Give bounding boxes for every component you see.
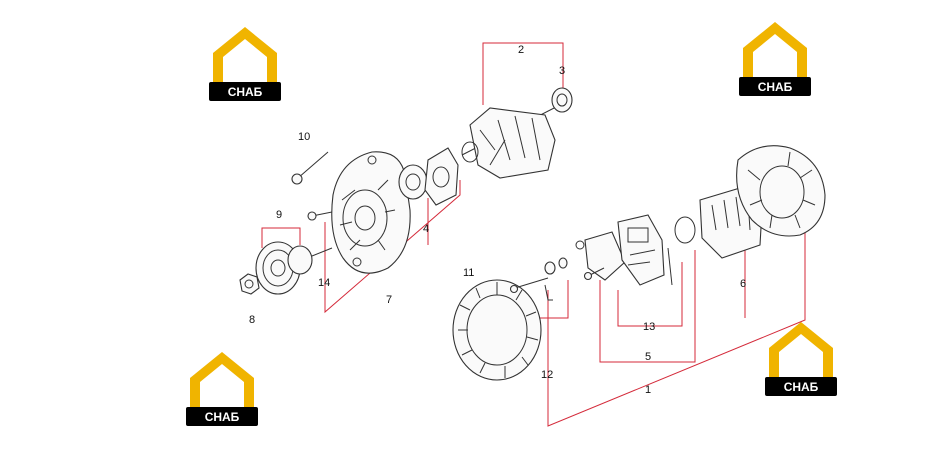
part-bearing-retainer xyxy=(424,147,459,206)
part-retaining-ring xyxy=(674,216,696,244)
part-11-stator xyxy=(452,279,542,381)
brand-logo-top-right: НЗ СНАБ xyxy=(739,22,811,96)
brand-logo-bottom-left: НЗ СНАБ xyxy=(186,352,258,426)
part-13-regulator xyxy=(617,214,673,286)
brand-logo-bottom-right: НЗ СНАБ xyxy=(765,322,837,396)
part-8-nut xyxy=(239,273,260,295)
callout-13: 13 xyxy=(643,321,655,333)
svg-text:СНАБ: СНАБ xyxy=(784,380,819,394)
callout-9: 9 xyxy=(276,209,282,221)
callout-labels: 1 2 3 4 5 6 7 8 9 10 11 12 13 14 xyxy=(249,44,746,396)
svg-text:НЗ: НЗ xyxy=(759,50,791,77)
leader-1 xyxy=(547,230,806,427)
callout-14: 14 xyxy=(318,277,330,289)
callout-1: 1 xyxy=(645,384,651,396)
leader-9 xyxy=(261,227,301,248)
svg-text:СНАБ: СНАБ xyxy=(228,85,263,99)
callout-11: 11 xyxy=(463,267,474,279)
svg-text:СНАБ: СНАБ xyxy=(758,80,793,94)
callout-3: 3 xyxy=(559,65,565,77)
part-7-front-housing xyxy=(331,151,411,274)
callout-6: 6 xyxy=(740,278,746,290)
leader-13 xyxy=(617,262,683,327)
part-2-rotor xyxy=(461,104,561,179)
callout-10: 10 xyxy=(298,131,310,143)
callout-7: 7 xyxy=(386,294,392,306)
leader-5 xyxy=(599,250,696,363)
part-1-rear-housing xyxy=(736,145,826,237)
callout-5: 5 xyxy=(645,351,651,363)
part-9-pulley xyxy=(255,241,333,295)
part-4-bearing xyxy=(398,164,428,200)
part-3-rear-bearing xyxy=(551,87,573,113)
callout-2: 2 xyxy=(518,44,524,56)
svg-text:СНАБ: СНАБ xyxy=(205,410,240,424)
part-5-rectifier-assembly xyxy=(575,231,626,281)
part-10-bolt xyxy=(291,151,329,185)
leader-2 xyxy=(482,42,564,105)
part-12-terminal-hardware xyxy=(509,257,568,301)
svg-text:НЗ: НЗ xyxy=(785,350,817,377)
part-14-screw xyxy=(307,211,333,221)
svg-text:НЗ: НЗ xyxy=(229,55,261,82)
callout-4: 4 xyxy=(423,223,429,235)
svg-text:НЗ: НЗ xyxy=(206,380,238,407)
brand-logo-top-left: НЗ СНАБ xyxy=(209,27,281,101)
callout-8: 8 xyxy=(249,314,255,326)
callout-12: 12 xyxy=(541,369,553,381)
